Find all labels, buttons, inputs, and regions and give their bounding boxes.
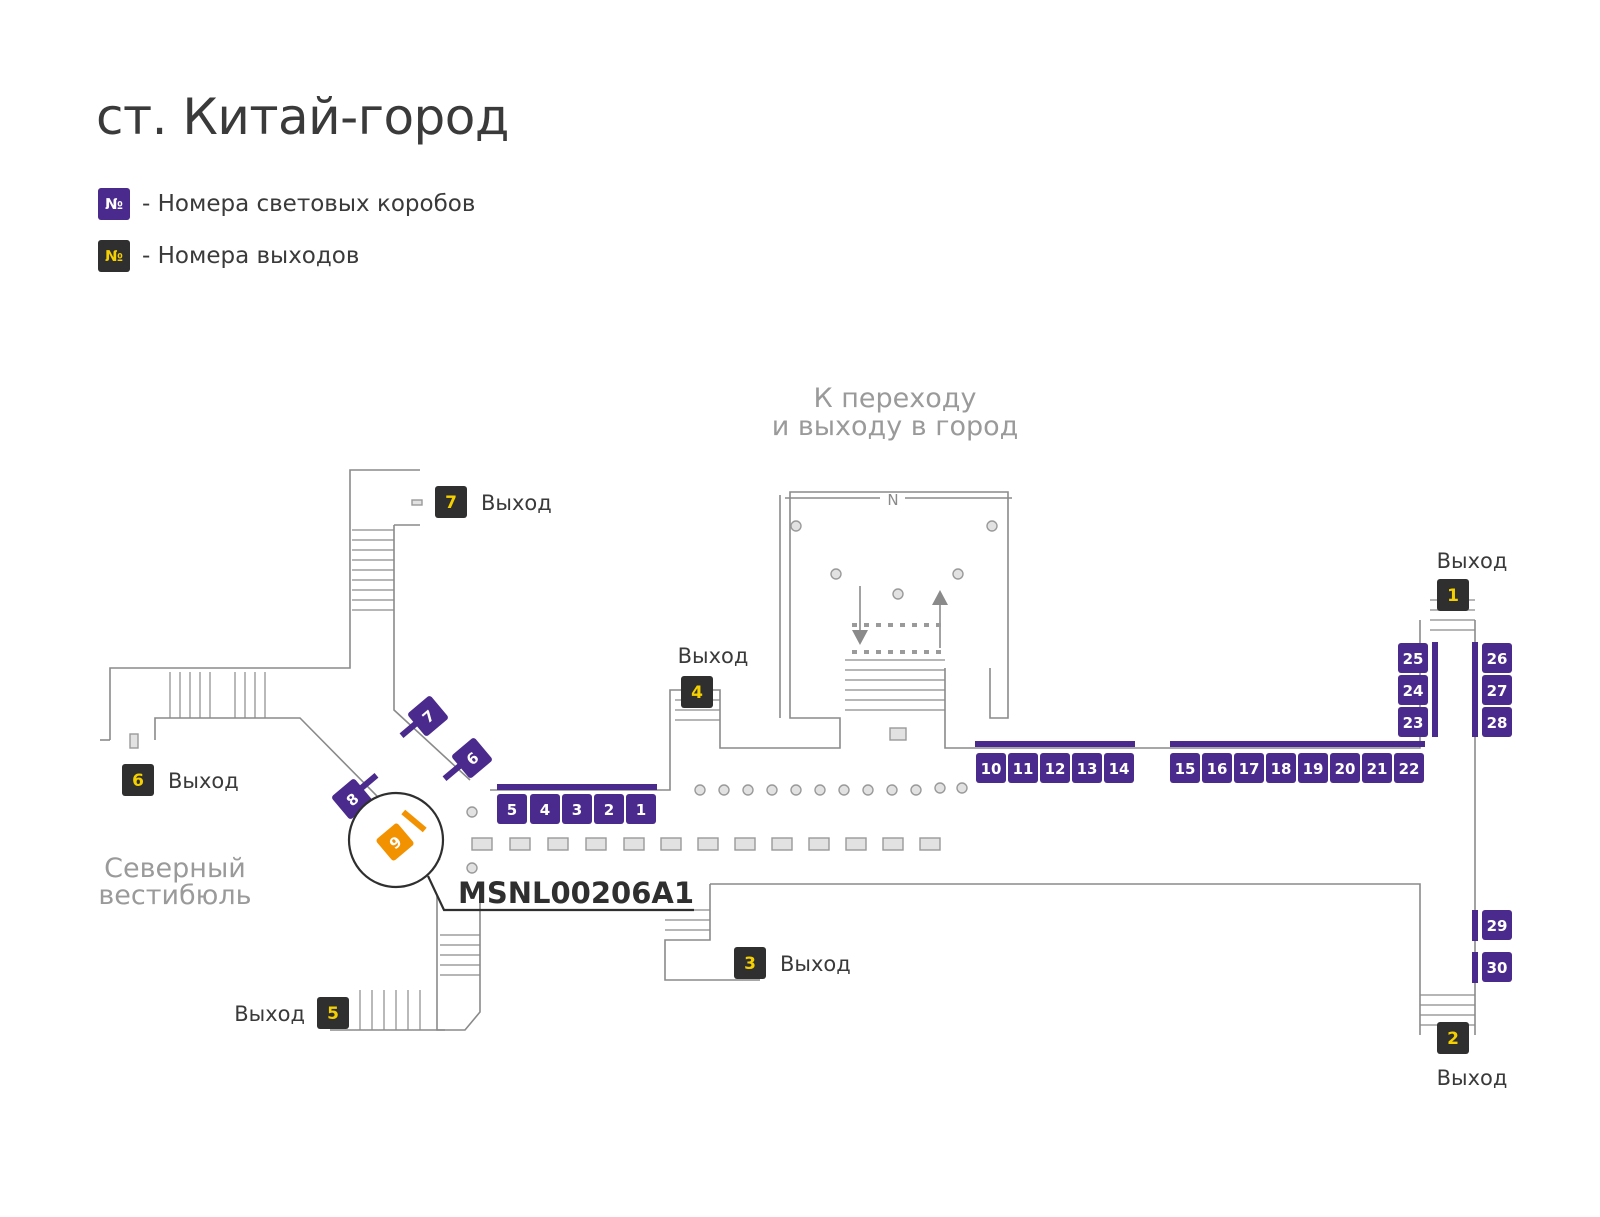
page-title: ст. Китай-город bbox=[96, 88, 509, 146]
highlighted-lightbox-9: 9 bbox=[347, 791, 694, 912]
vestibule-label-1: Северный bbox=[104, 853, 246, 884]
svg-text:17: 17 bbox=[1239, 760, 1260, 778]
svg-text:3: 3 bbox=[572, 801, 582, 819]
legend-lightbox-badge: № bbox=[98, 188, 130, 220]
svg-text:29: 29 bbox=[1487, 917, 1508, 935]
svg-text:28: 28 bbox=[1487, 714, 1508, 732]
lightbox-16: 16 bbox=[1202, 753, 1232, 783]
svg-text:6: 6 bbox=[132, 771, 144, 791]
lightbox-27: 27 bbox=[1482, 675, 1512, 705]
svg-text:15: 15 bbox=[1175, 760, 1196, 778]
svg-text:24: 24 bbox=[1403, 682, 1424, 700]
exit-7: 7 bbox=[435, 486, 467, 518]
svg-text:18: 18 bbox=[1271, 760, 1292, 778]
lightbox-14: 14 bbox=[1104, 753, 1134, 783]
svg-text:5: 5 bbox=[327, 1004, 339, 1024]
svg-text:25: 25 bbox=[1403, 650, 1424, 668]
lightbox-21: 21 bbox=[1362, 753, 1392, 783]
legend-exit-label: - Номера выходов bbox=[142, 243, 360, 269]
exit-5: 5 bbox=[317, 997, 349, 1029]
exit-3-word: Выход bbox=[780, 952, 851, 976]
exit-2: 2 bbox=[1437, 1022, 1469, 1054]
lightbox-11: 11 bbox=[1008, 753, 1038, 783]
lightbox-23: 23 bbox=[1398, 707, 1428, 737]
lightbox-12: 12 bbox=[1040, 753, 1070, 783]
transfer-label-2: и выходу в город bbox=[772, 411, 1019, 442]
legend-lightbox-label: - Номера световых коробов bbox=[142, 191, 476, 217]
svg-text:4: 4 bbox=[540, 801, 550, 819]
exit-5-word: Выход bbox=[234, 1002, 305, 1026]
svg-text:16: 16 bbox=[1207, 760, 1228, 778]
lightbox-26: 26 bbox=[1482, 643, 1512, 673]
map-walls bbox=[100, 469, 1476, 1035]
lightbox-25: 25 bbox=[1398, 643, 1428, 673]
exit-6: 6 bbox=[122, 764, 154, 796]
svg-text:5: 5 bbox=[507, 801, 517, 819]
exit-3: 3 bbox=[734, 947, 766, 979]
compass-label: N bbox=[887, 491, 898, 509]
lightbox-3: 3 bbox=[562, 794, 592, 824]
lightbox-22: 22 bbox=[1394, 753, 1424, 783]
svg-text:12: 12 bbox=[1045, 760, 1066, 778]
lightbox-18: 18 bbox=[1266, 753, 1296, 783]
svg-text:3: 3 bbox=[744, 954, 756, 974]
svg-text:19: 19 bbox=[1303, 760, 1324, 778]
svg-text:14: 14 bbox=[1109, 760, 1130, 778]
legend-exit-badge: № bbox=[98, 240, 130, 272]
lightbox-30: 30 bbox=[1482, 952, 1512, 982]
svg-text:30: 30 bbox=[1487, 959, 1508, 977]
svg-text:26: 26 bbox=[1487, 650, 1508, 668]
exit-7-word: Выход bbox=[481, 491, 552, 515]
exit-4: 4 bbox=[681, 676, 713, 708]
svg-text:1: 1 bbox=[1447, 586, 1459, 606]
lightbox-2: 2 bbox=[594, 794, 624, 824]
svg-text:22: 22 bbox=[1399, 760, 1420, 778]
svg-text:21: 21 bbox=[1367, 760, 1388, 778]
lightbox-10: 10 bbox=[976, 753, 1006, 783]
exit-6-word: Выход bbox=[168, 769, 239, 793]
legend-exit: № - Номера выходов bbox=[98, 240, 359, 272]
lightbox-6: 6 bbox=[452, 738, 492, 778]
lightbox-17: 17 bbox=[1234, 753, 1264, 783]
exit-2-word: Выход bbox=[1437, 1066, 1508, 1090]
exit-badges: 1 2 3 4 5 6 7 bbox=[122, 486, 1469, 1054]
exit-words: Выход Выход Выход Выход Выход Выход Выхо… bbox=[168, 491, 1507, 1090]
svg-text:20: 20 bbox=[1335, 760, 1356, 778]
svg-text:23: 23 bbox=[1403, 714, 1424, 732]
exit-4-word: Выход bbox=[678, 644, 749, 668]
lightbox-1: 1 bbox=[626, 794, 656, 824]
lightbox-7: 7 bbox=[408, 696, 448, 736]
lightbox-19: 19 bbox=[1298, 753, 1328, 783]
callout-code: MSNL00206A1 bbox=[458, 876, 694, 910]
lightbox-4: 4 bbox=[530, 794, 560, 824]
svg-text:13: 13 bbox=[1077, 760, 1098, 778]
svg-text:10: 10 bbox=[981, 760, 1002, 778]
transfer-label-1: К переходу bbox=[814, 383, 977, 414]
svg-text:1: 1 bbox=[636, 801, 646, 819]
svg-text:11: 11 bbox=[1013, 760, 1034, 778]
svg-text:27: 27 bbox=[1487, 682, 1508, 700]
columns bbox=[129, 499, 998, 874]
exit-1: 1 bbox=[1437, 579, 1469, 611]
lightbox-badges: 1 2 3 4 5 6 7 8 10 11 12 13 14 15 16 17 … bbox=[332, 643, 1512, 982]
lightbox-28: 28 bbox=[1482, 707, 1512, 737]
svg-text:2: 2 bbox=[1447, 1029, 1459, 1049]
lightbox-20: 20 bbox=[1330, 753, 1360, 783]
lightbox-29: 29 bbox=[1482, 910, 1512, 940]
svg-text:7: 7 bbox=[445, 493, 457, 513]
lightbox-13: 13 bbox=[1072, 753, 1102, 783]
vestibule-label-2: вестибюль bbox=[98, 880, 251, 911]
lightbox-24: 24 bbox=[1398, 675, 1428, 705]
legend-lightbox: № - Номера световых коробов bbox=[98, 188, 475, 220]
lightbox-5: 5 bbox=[497, 794, 527, 824]
svg-text:4: 4 bbox=[691, 683, 703, 703]
svg-text:2: 2 bbox=[604, 801, 614, 819]
exit-1-word: Выход bbox=[1437, 549, 1508, 573]
escalator-arrows bbox=[852, 586, 948, 654]
lightbox-15: 15 bbox=[1170, 753, 1200, 783]
